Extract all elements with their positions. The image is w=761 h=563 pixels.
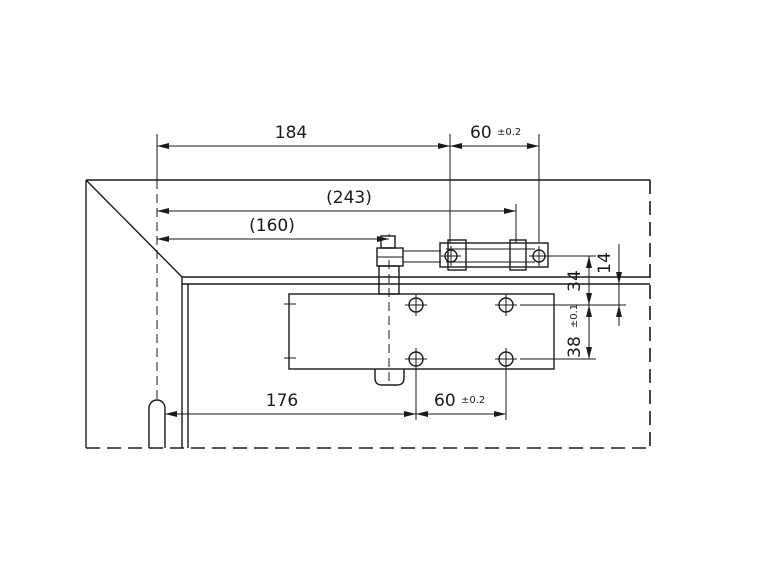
dim-34: 34 — [565, 256, 592, 305]
dim-38-label: 38 — [565, 336, 585, 358]
arm-bracket — [403, 239, 549, 271]
dim-60-top-label: 60 — [470, 123, 492, 143]
body-hole-top-left — [405, 294, 427, 316]
dim-60-top-tolerance: ±0.2 — [497, 127, 521, 138]
dim-184: 184 — [157, 123, 450, 149]
door-frame-outline — [85, 179, 651, 449]
dim-184-label: 184 — [275, 123, 307, 143]
dim-160-label: (160) — [249, 216, 295, 236]
dim-34-label: 34 — [565, 270, 585, 292]
bracket-hole-left — [441, 246, 461, 266]
dim-38-tolerance: ±0.1 — [569, 304, 580, 328]
dim-60-bottom-label: 60 — [434, 391, 456, 411]
dim-14-label: 14 — [595, 252, 615, 274]
closer-body — [284, 260, 555, 386]
dim-14: 14 — [595, 244, 622, 326]
bracket-hole-right — [529, 246, 549, 266]
dim-160: (160) — [157, 216, 389, 242]
dim-60-bottom: 60 ±0.2 — [416, 391, 506, 417]
hinge-pin — [148, 399, 166, 448]
extension-lines — [156, 134, 626, 420]
dim-243-label: (243) — [326, 188, 372, 208]
pinion-shaft — [376, 235, 404, 295]
dim-176: 176 — [165, 391, 416, 417]
dim-60-top: 60 ±0.2 — [450, 123, 539, 149]
body-hole-top-right — [495, 294, 517, 316]
body-mounting-holes — [405, 294, 517, 370]
dim-38: 38 ±0.1 — [565, 304, 592, 359]
dim-176-label: 176 — [266, 391, 298, 411]
dim-60-bottom-tolerance: ±0.2 — [461, 395, 485, 406]
dim-243: (243) — [157, 188, 516, 214]
body-hole-bottom-left — [405, 348, 427, 370]
body-hole-bottom-right — [495, 348, 517, 370]
